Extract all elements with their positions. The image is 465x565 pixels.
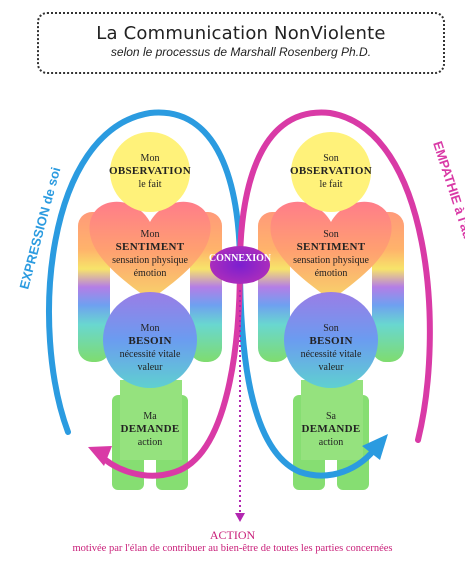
action-title: ACTION	[209, 528, 256, 542]
left-observation-detail: le fait	[138, 179, 162, 190]
left-sentiment-word: SENTIMENT	[115, 241, 185, 253]
left-figure-belly	[103, 292, 197, 388]
left-figure-heart	[89, 201, 211, 300]
left-observation-word: OBSERVATION	[109, 165, 191, 177]
left-observation-possessive: Mon	[140, 153, 160, 164]
right-demande-possessive: Sa	[326, 411, 336, 422]
right-demande-detail: action	[318, 437, 344, 448]
left-sentiment-detail-1: sensation physique	[112, 255, 188, 266]
empathie-label: EMPATHIE à l'autre	[430, 139, 465, 256]
right-sentiment-detail-1: sensation physique	[293, 255, 369, 266]
right-figure	[258, 132, 404, 490]
right-observation-block: Son OBSERVATION le fait	[281, 152, 381, 191]
left-besoin-possessive: Mon	[140, 323, 160, 334]
title-box: La Communication NonViolente selon le pr…	[37, 12, 445, 74]
connexion-label: CONNEXION	[208, 253, 272, 264]
right-besoin-detail-2: valeur	[318, 362, 344, 373]
right-figure-belly	[284, 292, 378, 388]
right-observation-word: OBSERVATION	[290, 165, 372, 177]
left-figure-hips	[120, 380, 182, 460]
page-subtitle: selon le processus de Marshall Rosenberg…	[110, 45, 372, 59]
action-subtitle: motivée par l'élan de contribuer au bien…	[72, 543, 393, 554]
left-besoin-word: BESOIN	[128, 335, 172, 347]
left-demande-block: Ma DEMANDE action	[100, 410, 200, 449]
left-sentiment-possessive: Mon	[140, 229, 160, 240]
left-sentiment-detail-2: émotion	[133, 268, 167, 279]
expression-arrowhead	[362, 434, 388, 460]
right-besoin-possessive: Son	[323, 323, 339, 334]
right-figure-hips	[301, 380, 363, 460]
left-sentiment-block: Mon SENTIMENT sensation physique émotion	[95, 228, 205, 280]
right-observation-detail: le fait	[319, 179, 343, 190]
right-sentiment-possessive: Son	[323, 229, 339, 240]
connexion-node	[210, 246, 270, 284]
right-sentiment-word: SENTIMENT	[296, 241, 366, 253]
page-title: La Communication NonViolente	[96, 23, 386, 44]
left-demande-word: DEMANDE	[120, 423, 180, 435]
left-observation-block: Mon OBSERVATION le fait	[100, 152, 200, 191]
left-demande-detail: action	[137, 437, 163, 448]
left-besoin-block: Mon BESOIN nécessité vitale valeur	[95, 322, 205, 374]
empathie-arc	[97, 109, 433, 479]
left-figure	[78, 132, 222, 490]
right-observation-possessive: Son	[323, 153, 339, 164]
right-besoin-block: Son BESOIN nécessité vitale valeur	[276, 322, 386, 374]
right-demande-word: DEMANDE	[301, 423, 361, 435]
empathie-arrowhead	[88, 446, 112, 466]
right-figure-head	[291, 132, 371, 212]
left-demande-possessive: Ma	[143, 411, 157, 422]
right-sentiment-detail-2: émotion	[314, 268, 348, 279]
left-besoin-detail-2: valeur	[137, 362, 163, 373]
right-besoin-detail-1: nécessité vitale	[300, 349, 362, 360]
expression-arc	[46, 109, 381, 479]
action-arrowhead	[235, 513, 245, 522]
left-besoin-detail-1: nécessité vitale	[119, 349, 181, 360]
left-figure-head	[110, 132, 190, 212]
right-figure-heart	[270, 201, 392, 300]
right-besoin-word: BESOIN	[309, 335, 353, 347]
right-demande-block: Sa DEMANDE action	[281, 410, 381, 449]
right-sentiment-block: Son SENTIMENT sensation physique émotion	[276, 228, 386, 280]
